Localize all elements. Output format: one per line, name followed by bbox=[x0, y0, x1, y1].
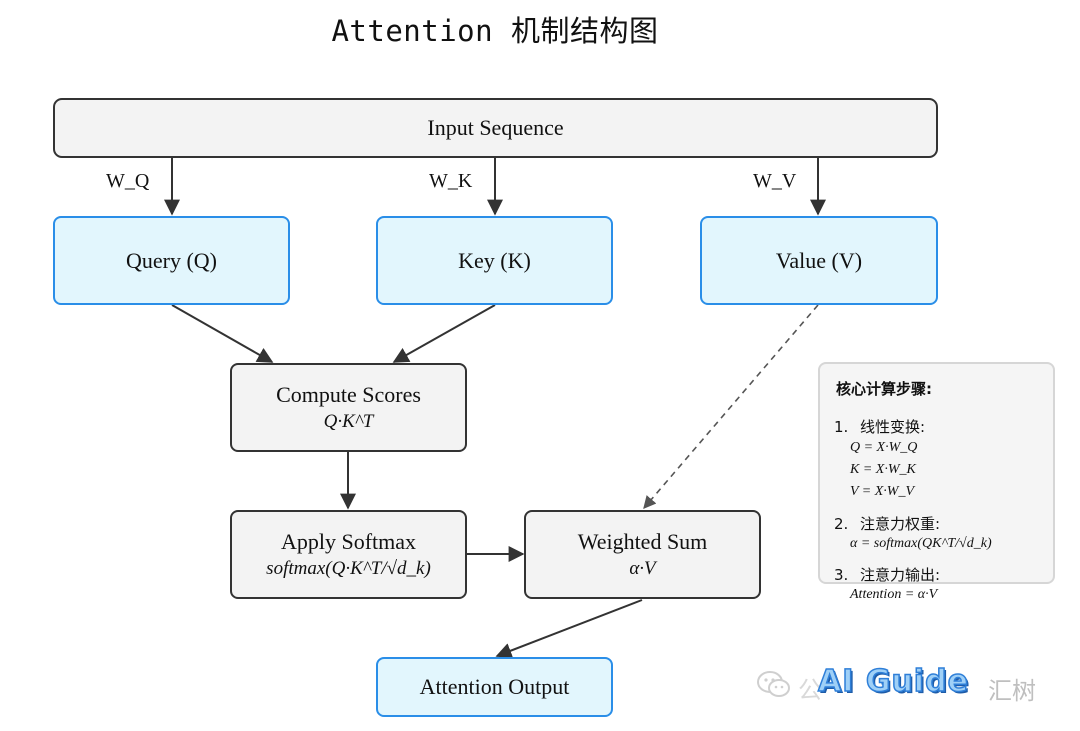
edge-weighted-output bbox=[495, 599, 643, 659]
attention-output-node: Attention Output bbox=[376, 657, 613, 717]
input-sequence-node: Input Sequence bbox=[53, 98, 938, 158]
weighted-sum-node: Weighted Sum α·V bbox=[524, 510, 761, 599]
weighted-sum-formula: α·V bbox=[629, 557, 656, 579]
step-3-number: 3. bbox=[834, 566, 849, 584]
watermark-faint-text: 公 bbox=[798, 676, 822, 704]
step-1: 1. 线性变换: bbox=[834, 416, 925, 437]
wechat-icon bbox=[757, 671, 790, 697]
edge-label-wk: W_K bbox=[429, 170, 473, 192]
diagram-title: Attention 机制结构图 bbox=[331, 14, 659, 48]
step-1-number: 1. bbox=[834, 418, 849, 436]
key-node: Key (K) bbox=[376, 216, 613, 305]
step-2-number: 2. bbox=[834, 515, 849, 533]
edge-label-wv: W_V bbox=[753, 170, 797, 192]
query-node: Query (Q) bbox=[53, 216, 290, 305]
weighted-sum-label: Weighted Sum bbox=[577, 528, 708, 554]
step-3-label: 注意力输出: bbox=[860, 566, 941, 584]
apply-softmax-node: Apply Softmax softmax(Q·K^T/√d_k) bbox=[230, 510, 467, 599]
edge-label-wq: W_Q bbox=[106, 170, 150, 192]
watermark-brand: AI Guide bbox=[817, 663, 969, 700]
value-label: Value (V) bbox=[775, 247, 863, 273]
query-label: Query (Q) bbox=[125, 247, 218, 273]
step-1-formula-v: V = X·W_V bbox=[850, 484, 915, 499]
step-2-formula: α = softmax(QK^T/√d_k) bbox=[850, 536, 992, 551]
compute-scores-node: Compute Scores Q·K^T bbox=[230, 363, 467, 452]
edge-key-scores bbox=[392, 304, 496, 363]
input-sequence-label: Input Sequence bbox=[427, 115, 564, 140]
compute-scores-label: Compute Scores bbox=[276, 381, 421, 407]
step-1-label: 线性变换: bbox=[860, 418, 926, 436]
key-label: Key (K) bbox=[458, 247, 531, 273]
attention-output-label: Attention Output bbox=[419, 674, 570, 699]
edge-query-scores bbox=[171, 304, 274, 363]
step-3-formula: Attention = α·V bbox=[850, 587, 938, 602]
step-2-label: 注意力权重: bbox=[860, 515, 941, 533]
step-3: 3. 注意力输出: bbox=[834, 564, 940, 585]
apply-softmax-formula: softmax(Q·K^T/√d_k) bbox=[266, 557, 431, 579]
compute-scores-formula: Q·K^T bbox=[323, 410, 374, 432]
watermark-tail-text: 汇树 bbox=[988, 677, 1036, 705]
value-node: Value (V) bbox=[700, 216, 938, 305]
step-1-formula-k: K = X·W_K bbox=[850, 462, 916, 477]
core-steps-title: 核心计算步骤: bbox=[836, 380, 932, 398]
core-steps-panel: 核心计算步骤: 1. 线性变换: Q = X·W_Q K = X·W_K V = … bbox=[818, 362, 1055, 602]
watermark: 公 AI Guide 汇树 bbox=[756, 663, 1056, 708]
step-2: 2. 注意力权重: bbox=[834, 513, 940, 534]
edge-value-weighted bbox=[643, 304, 819, 509]
step-1-formula-q: Q = X·W_Q bbox=[850, 440, 918, 455]
apply-softmax-label: Apply Softmax bbox=[280, 528, 417, 554]
